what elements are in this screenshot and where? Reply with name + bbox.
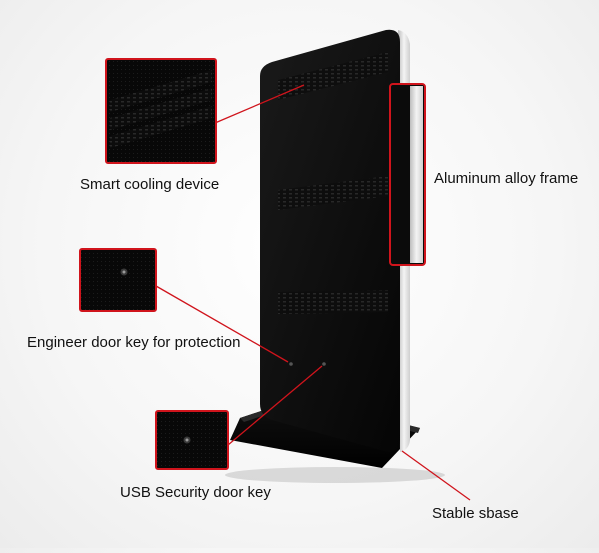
vent-middle (278, 176, 388, 210)
callout-cooling (105, 58, 305, 164)
label-stable-base: Stable sbase (432, 505, 519, 522)
label-usb-security-door-key: USB Security door key (120, 484, 271, 501)
label-aluminum-alloy-frame: Aluminum alloy frame (434, 170, 579, 187)
label-smart-cooling-device: Smart cooling device (80, 176, 220, 193)
floor-shadow (225, 467, 445, 483)
usb-keyhole (322, 362, 326, 366)
label-engineer-door-key: Engineer door key for protection (27, 334, 241, 351)
callout-frame (389, 83, 426, 266)
callout-usb-key (155, 365, 323, 470)
vent-top (278, 52, 388, 100)
engineer-keyhole (289, 362, 293, 366)
callout-base (401, 450, 471, 501)
callout-engineer-key (79, 248, 289, 363)
vent-bottom (278, 290, 388, 314)
kiosk-panel (260, 29, 400, 452)
